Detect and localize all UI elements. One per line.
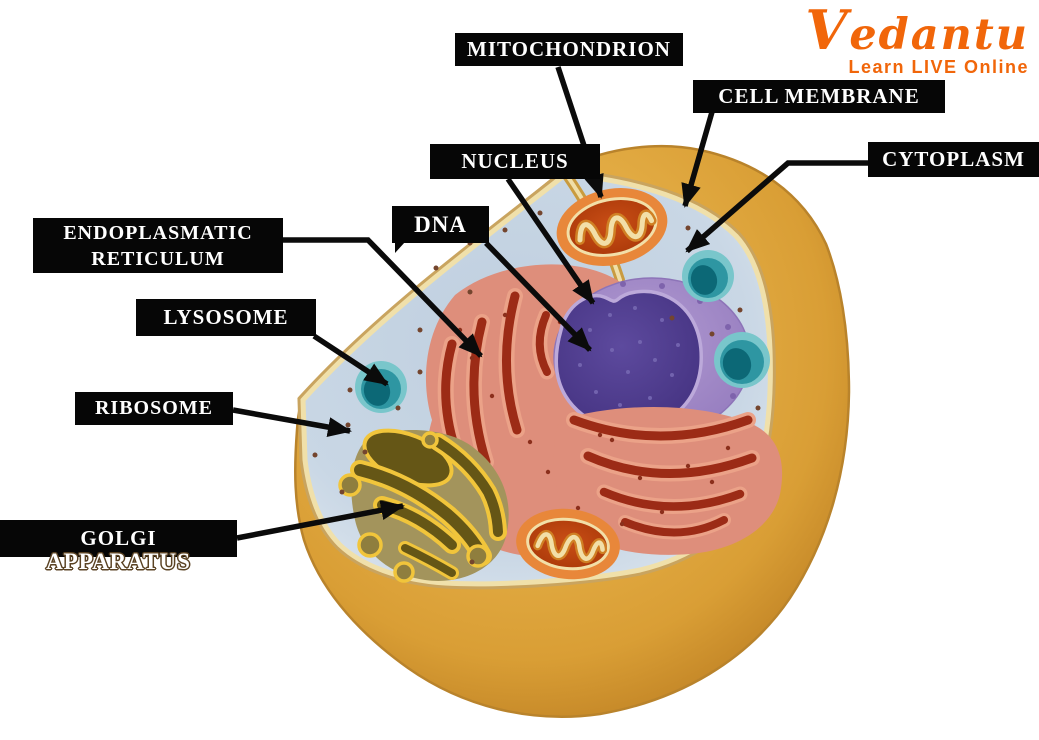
golgi-vesicles [338,431,490,583]
arrow-cell-membrane [681,111,715,208]
nucleus-inner-dna-region [554,289,703,431]
golgi-apparatus [338,428,509,583]
label-dna: DNA [392,206,489,253]
label-cell-membrane: CELL MEMBRANE [693,80,945,113]
er-speckles [457,312,731,527]
label-cytoplasm: CYTOPLASM [868,142,1039,177]
arrow-dna [484,241,592,352]
arrow-ribosome [232,407,352,437]
mitochondrion-top [556,188,668,266]
label-lysosome: LYSOSOME [136,299,316,336]
mitochondrion-bottom [516,508,620,580]
label-golgi-apparatus-line1: GOLGI [0,520,237,557]
arrow-golgi-apparatus [236,500,405,541]
vedantu-logo-tagline: Learn LIVE Online [848,56,1029,77]
label-mitochondrion: MITOCHONDRION [455,33,683,66]
vedantu-logo-wordmark: Vedantu [805,0,1029,62]
label-endoplasmatic-reticulum: ENDOPLASMATIC RETICULUM [33,218,283,273]
arrow-nucleus [505,177,596,305]
lysosome-right [714,332,770,388]
label-ribosome: RIBOSOME [75,392,233,425]
lysosome-top-right [682,250,734,302]
arrow-lysosome [312,333,389,387]
label-golgi-apparatus-line2: APPARATUS [46,549,191,574]
arrow-cytoplasm [685,160,868,254]
vedantu-logo: Vedantu Learn LIVE Online [805,2,1029,78]
label-nucleus: NUCLEUS [430,144,600,179]
arrow-endoplasmatic-reticulum [283,237,483,358]
